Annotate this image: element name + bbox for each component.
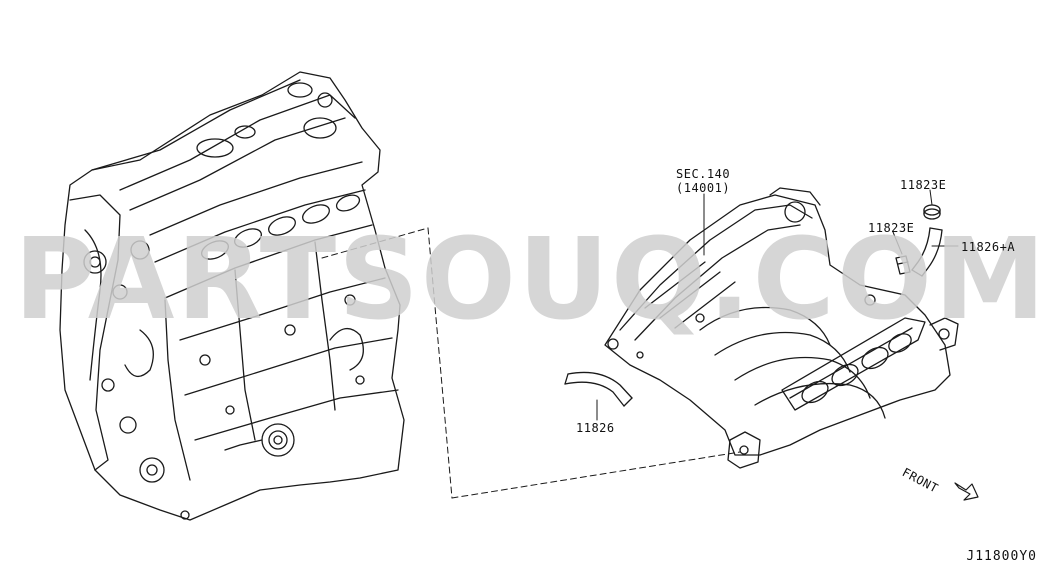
callout-11823e-mid[interactable]: 11823E	[868, 221, 915, 235]
leader-lines-dashed	[321, 227, 741, 499]
clip-11823e-mid	[895, 255, 911, 275]
callout-sec-140[interactable]: SEC.140	[676, 167, 731, 181]
front-arrow-icon	[954, 482, 979, 501]
intake-manifold	[604, 187, 959, 469]
callout-11826[interactable]: 11826	[576, 421, 615, 435]
hose-11826	[564, 371, 633, 407]
leader-lines	[596, 189, 959, 421]
drawing-id: J11800Y0	[966, 549, 1037, 564]
callout-11826a[interactable]: 11826+A	[961, 240, 1016, 254]
watermark: PARTSOUQ.COM	[14, 215, 1045, 345]
engine-assembly	[59, 71, 405, 521]
callout-11823e-top[interactable]: 11823E	[900, 178, 947, 192]
callout-sec-140-sub[interactable]: (14001)	[676, 181, 731, 195]
hose-11826a	[911, 227, 943, 277]
